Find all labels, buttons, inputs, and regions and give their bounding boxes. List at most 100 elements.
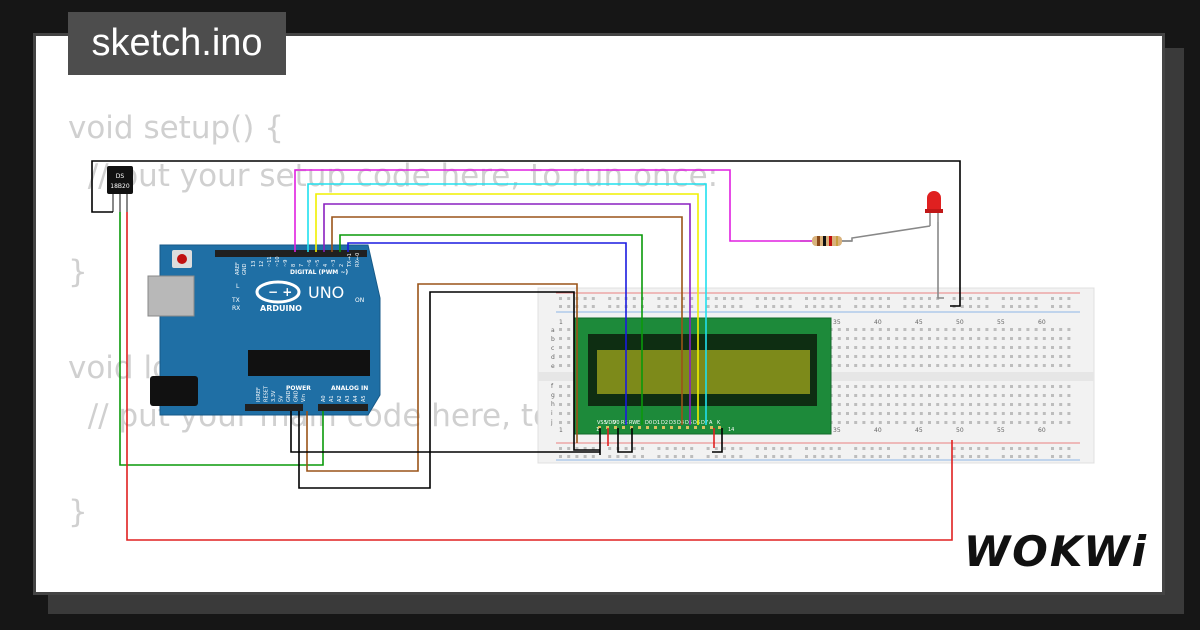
breadboard-hole[interactable] [977,328,981,331]
breadboard-hole[interactable] [1001,447,1005,450]
breadboard-hole[interactable] [878,355,882,358]
breadboard-hole[interactable] [559,346,562,349]
breadboard-hole[interactable] [1026,297,1030,300]
breadboard-hole[interactable] [985,297,989,300]
breadboard-hole[interactable] [985,403,989,406]
breadboard-hole[interactable] [919,412,923,415]
breadboard-hole[interactable] [928,297,931,300]
breadboard-hole[interactable] [641,455,644,458]
breadboard-hole[interactable] [706,305,710,308]
breadboard-hole[interactable] [969,394,972,397]
breadboard-hole[interactable] [854,328,858,331]
breadboard-hole[interactable] [788,297,792,300]
breadboard-hole[interactable] [846,328,849,331]
breadboard-hole[interactable] [878,337,882,340]
breadboard-hole[interactable] [829,297,833,300]
breadboard-hole[interactable] [559,328,562,331]
breadboard-hole[interactable] [1010,421,1013,424]
breadboard-hole[interactable] [952,403,956,406]
breadboard-hole[interactable] [805,455,808,458]
breadboard-hole[interactable] [591,447,595,450]
breadboard-hole[interactable] [837,297,841,300]
breadboard-hole[interactable] [837,328,841,331]
breadboard-hole[interactable] [952,455,956,458]
breadboard-hole[interactable] [854,412,858,415]
breadboard-hole[interactable] [862,305,866,308]
breadboard-hole[interactable] [919,297,923,300]
breadboard-hole[interactable] [755,305,759,308]
breadboard-hole[interactable] [936,447,940,450]
lcd-pin[interactable] [678,426,681,429]
breadboard-hole[interactable] [1067,305,1071,308]
breadboard-hole[interactable] [739,447,743,450]
breadboard-hole[interactable] [862,385,866,388]
breadboard-hole[interactable] [608,297,612,300]
breadboard-hole[interactable] [1059,355,1063,358]
ds18b20-sensor[interactable]: DS 18B20 [107,166,133,212]
breadboard-hole[interactable] [1018,455,1022,458]
breadboard-hole[interactable] [993,421,997,424]
breadboard-hole[interactable] [682,305,685,308]
breadboard-hole[interactable] [911,385,915,388]
breadboard-hole[interactable] [846,412,849,415]
breadboard-hole[interactable] [632,455,636,458]
breadboard-hole[interactable] [977,455,981,458]
breadboard-hole[interactable] [837,355,841,358]
breadboard-hole[interactable] [862,412,866,415]
breadboard-hole[interactable] [887,412,890,415]
breadboard-hole[interactable] [723,455,726,458]
breadboard-hole[interactable] [878,455,882,458]
breadboard-hole[interactable] [944,328,948,331]
lcd-pin[interactable] [614,426,617,429]
breadboard-hole[interactable] [837,346,841,349]
breadboard-hole[interactable] [575,447,579,450]
breadboard-hole[interactable] [944,346,948,349]
breadboard-hole[interactable] [1026,412,1030,415]
breadboard-hole[interactable] [559,355,562,358]
breadboard-hole[interactable] [690,447,694,450]
breadboard-hole[interactable] [862,355,866,358]
breadboard-hole[interactable] [1018,421,1022,424]
breadboard-hole[interactable] [805,447,808,450]
breadboard-hole[interactable] [567,412,571,415]
breadboard-hole[interactable] [969,364,972,367]
breadboard-hole[interactable] [837,385,841,388]
breadboard-hole[interactable] [952,385,956,388]
breadboard-hole[interactable] [846,364,849,367]
breadboard-hole[interactable] [903,394,907,397]
breadboard-hole[interactable] [960,355,964,358]
breadboard-hole[interactable] [739,305,743,308]
breadboard-hole[interactable] [772,455,776,458]
breadboard-hole[interactable] [887,403,890,406]
breadboard-hole[interactable] [854,447,858,450]
breadboard-hole[interactable] [616,305,620,308]
breadboard-hole[interactable] [837,412,841,415]
breadboard-hole[interactable] [985,355,989,358]
breadboard-hole[interactable] [1026,328,1030,331]
breadboard-hole[interactable] [969,337,972,340]
breadboard-hole[interactable] [1018,364,1022,367]
breadboard-hole[interactable] [1042,394,1046,397]
breadboard-hole[interactable] [928,421,931,424]
breadboard-hole[interactable] [960,346,964,349]
breadboard-hole[interactable] [1042,364,1046,367]
breadboard-hole[interactable] [1018,403,1022,406]
breadboard-hole[interactable] [1026,346,1030,349]
breadboard-hole[interactable] [559,305,562,308]
breadboard-hole[interactable] [1034,297,1038,300]
breadboard-hole[interactable] [919,346,923,349]
breadboard-hole[interactable] [1026,447,1030,450]
breadboard-hole[interactable] [862,346,866,349]
breadboard-hole[interactable] [755,297,759,300]
breadboard-hole[interactable] [878,328,882,331]
breadboard-hole[interactable] [1026,394,1030,397]
breadboard-hole[interactable] [1001,421,1005,424]
breadboard-hole[interactable] [862,364,866,367]
lcd-pin[interactable] [662,426,665,429]
breadboard-hole[interactable] [559,364,562,367]
breadboard-hole[interactable] [1059,337,1063,340]
breadboard-hole[interactable] [608,447,612,450]
breadboard-hole[interactable] [928,328,931,331]
breadboard-hole[interactable] [854,297,858,300]
breadboard-hole[interactable] [895,346,899,349]
